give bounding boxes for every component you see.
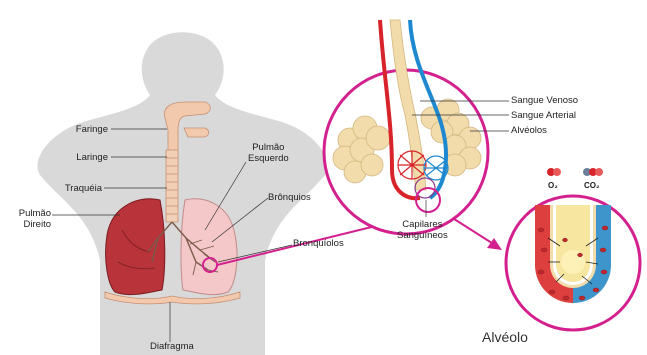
co2-molecule-icon bbox=[583, 168, 603, 176]
label-capilares-line1: Capilares bbox=[397, 219, 448, 230]
label-pulmao-esquerdo-line2: Esquerdo bbox=[248, 153, 289, 164]
label-bronquiolos: Bronquíolos bbox=[293, 238, 344, 249]
label-sangue-venoso: Sangue Venoso bbox=[511, 95, 578, 106]
label-faringe: Faringe bbox=[76, 124, 108, 135]
label-capilares: Capilares Sanguíneos bbox=[397, 219, 448, 241]
trachea bbox=[166, 150, 178, 222]
label-alveolos: Alvéolos bbox=[511, 125, 547, 136]
label-pulmao-esquerdo: Pulmão Esquerdo bbox=[248, 142, 289, 164]
label-capilares-line2: Sanguíneos bbox=[397, 230, 448, 241]
label-bronquios: Brônquios bbox=[268, 192, 311, 203]
label-o2: O₂ bbox=[548, 180, 558, 191]
label-pulmao-direito-line2: Direito bbox=[19, 219, 51, 230]
label-traqueia: Traquéia bbox=[65, 183, 102, 194]
label-co2: CO₂ bbox=[584, 180, 600, 191]
label-pulmao-esquerdo-line1: Pulmão bbox=[248, 142, 289, 153]
label-pulmao-direito: Pulmão Direito bbox=[19, 208, 51, 230]
o2-molecule-icon bbox=[547, 168, 561, 176]
alveolus-zoom-circle bbox=[506, 168, 640, 330]
label-alveolo: Alvéolo bbox=[482, 332, 528, 343]
label-laringe: Laringe bbox=[76, 152, 108, 163]
label-diafragma: Diafragma bbox=[150, 341, 194, 352]
label-sangue-arterial: Sangue Arterial bbox=[511, 110, 576, 121]
label-pulmao-direito-line1: Pulmão bbox=[19, 208, 51, 219]
alveoli-zoom-circle bbox=[324, 20, 488, 234]
